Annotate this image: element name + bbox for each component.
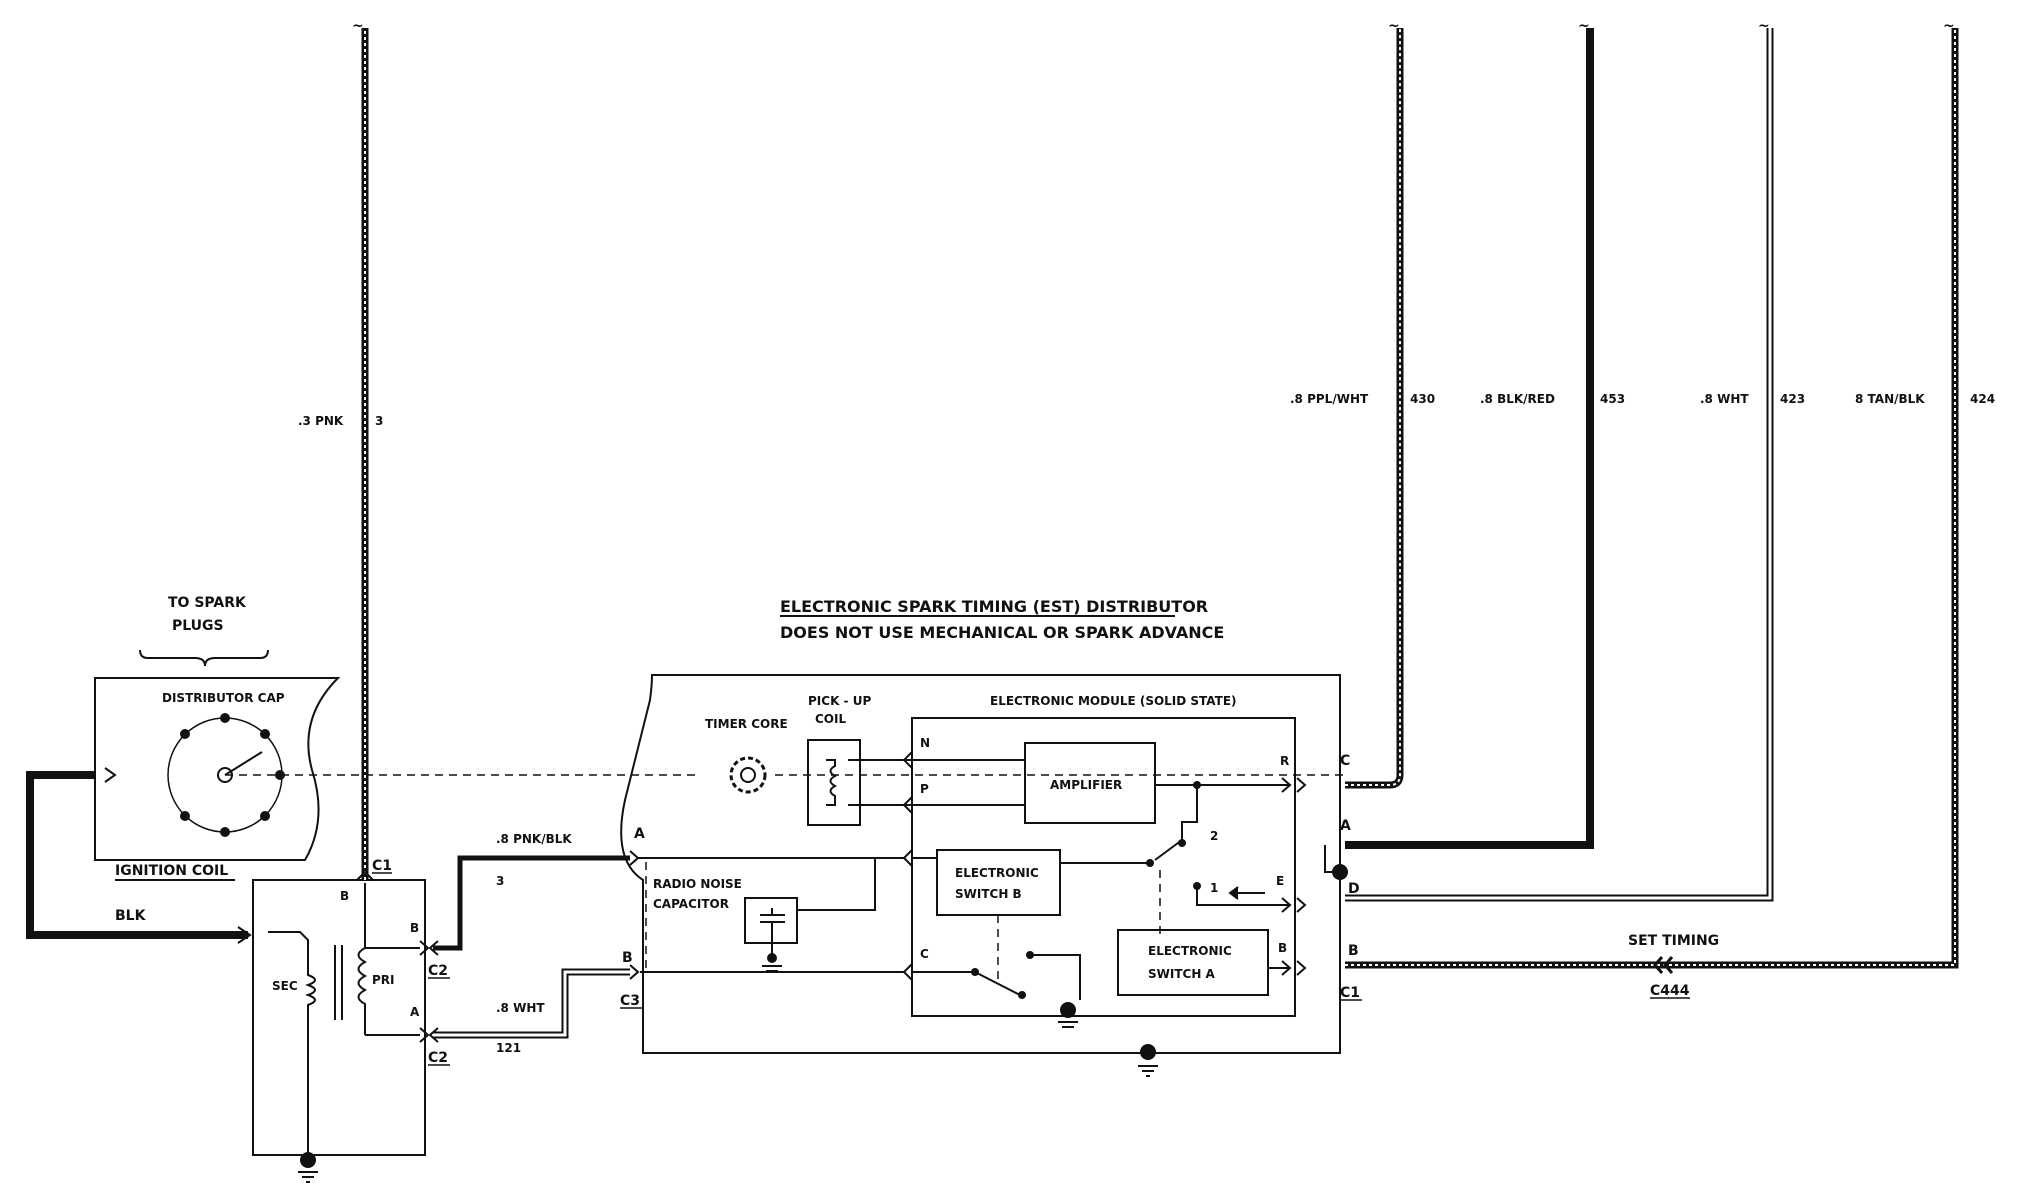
- switch-b-label: ELECTRONIC: [955, 866, 1039, 880]
- switch-pin-1: 1: [1210, 881, 1218, 895]
- mod-pin-n: N: [920, 736, 930, 750]
- radio-noise-label: RADIO NOISE: [653, 877, 742, 891]
- out-pin-c: C: [1340, 753, 1350, 769]
- tan-blk-wire-424: [1345, 28, 1959, 969]
- wht-423-circuit: 423: [1780, 392, 1805, 406]
- distributor-cap-group: DISTRIBUTOR CAP TO SPARK PLUGS: [94, 595, 341, 861]
- est-distributor-housing: A B C3: [620, 674, 1341, 1054]
- ppl-wht-label: .8 PPL/WHT: [1290, 392, 1369, 406]
- connector-c1-right: C1: [1340, 985, 1360, 1001]
- switch-b-label-2: SWITCH B: [955, 887, 1022, 901]
- out-pin-b: B: [1348, 943, 1359, 959]
- switch-pin-2: 2: [1210, 829, 1218, 843]
- dist-pin-a: A: [634, 826, 645, 842]
- dist-pin-b: B: [622, 950, 633, 966]
- out-pin-a: A: [1340, 818, 1351, 834]
- wht-121-circuit: 121: [496, 1041, 521, 1055]
- mod-pin-e: E: [1276, 874, 1284, 888]
- connector-c3: C3: [620, 993, 640, 1009]
- ppl-wht-wire-430: [1345, 28, 1404, 789]
- ppl-wht-circuit: 430: [1410, 392, 1435, 406]
- blk-red-wire-453: [1345, 28, 1594, 849]
- pickup-coil: PICK - UP COIL: [807, 694, 871, 826]
- pnk-wire-label: .3 PNK: [298, 414, 344, 428]
- output-connectors: C A D B C1: [1324, 753, 1362, 1001]
- coil-pin-b-top: B: [340, 889, 349, 903]
- est-title: ELECTRONIC SPARK TIMING (EST) DISTRIBUTO…: [780, 597, 1208, 616]
- ignition-coil-label: IGNITION COIL: [115, 863, 228, 879]
- pnk-wire-circuit: 3: [375, 414, 383, 428]
- wht-423-label: .8 WHT: [1700, 392, 1749, 406]
- switch-b-box: [936, 849, 1061, 916]
- to-spark-plugs-label: TO SPARK: [168, 595, 247, 611]
- distributor-cap-label: DISTRIBUTOR CAP: [162, 691, 285, 705]
- mod-pin-r: R: [1280, 754, 1289, 768]
- switch-a-label-2: SWITCH A: [1148, 967, 1216, 981]
- connector-c2-b: C2: [428, 963, 448, 979]
- to-spark-plugs-label-2: PLUGS: [172, 618, 224, 634]
- pickup-coil-label: PICK - UP: [808, 694, 871, 708]
- pri-label: PRI: [372, 973, 395, 987]
- blk-red-break: ~: [1578, 18, 1590, 34]
- pnk-blk-circuit: 3: [496, 874, 504, 888]
- blk-wire-label: BLK: [115, 908, 147, 924]
- ignition-coil-group: IGNITION COIL BLK SEC PRI B B A: [115, 863, 430, 1183]
- electronic-module: ELECTRONIC MODULE (SOLID STATE) AMPLIFIE…: [638, 694, 1307, 1077]
- wht-423-break: ~: [1758, 18, 1770, 34]
- ppl-wht-break: ~: [1388, 18, 1400, 34]
- wht-wire-423: [1345, 28, 1774, 902]
- mod-pin-p: P: [920, 782, 929, 796]
- amplifier-box: [1024, 742, 1156, 824]
- tan-blk-label: 8 TAN/BLK: [1855, 392, 1925, 406]
- pnk-wire-break: ~: [352, 18, 364, 34]
- switch-a-box: [1117, 929, 1269, 996]
- set-timing-label: SET TIMING: [1628, 933, 1719, 949]
- blk-red-label: .8 BLK/RED: [1480, 392, 1555, 406]
- sec-label: SEC: [272, 979, 298, 993]
- radio-noise-label-2: CAPACITOR: [653, 897, 729, 911]
- coil-pin-a: A: [410, 1005, 420, 1019]
- connector-c1-coil: C1: [372, 858, 392, 874]
- out-pin-d: D: [1348, 881, 1360, 897]
- connector-c444: C444: [1650, 983, 1690, 999]
- tan-blk-break: ~: [1943, 18, 1955, 34]
- timer-core: TIMER CORE: [705, 717, 788, 794]
- pickup-coil-label-2: COIL: [815, 712, 846, 726]
- mod-pin-c: C: [920, 947, 929, 961]
- mod-pin-b: B: [1278, 941, 1287, 955]
- connector-c2-a: C2: [428, 1050, 448, 1066]
- wht-121-label: .8 WHT: [496, 1001, 545, 1015]
- electronic-module-label: ELECTRONIC MODULE (SOLID STATE): [990, 694, 1237, 708]
- timer-core-label: TIMER CORE: [705, 717, 788, 731]
- blk-wire: [26, 771, 248, 939]
- pnk-blk-label: .8 PNK/BLK: [496, 832, 572, 846]
- switch-a-label: ELECTRONIC: [1148, 944, 1232, 958]
- coil-pin-b: B: [410, 921, 419, 935]
- tan-blk-circuit: 424: [1970, 392, 1995, 406]
- pnk-blk-wire: [433, 855, 630, 951]
- est-subtitle: DOES NOT USE MECHANICAL OR SPARK ADVANCE: [780, 623, 1224, 642]
- amplifier-label: AMPLIFIER: [1050, 778, 1122, 792]
- blk-red-circuit: 453: [1600, 392, 1625, 406]
